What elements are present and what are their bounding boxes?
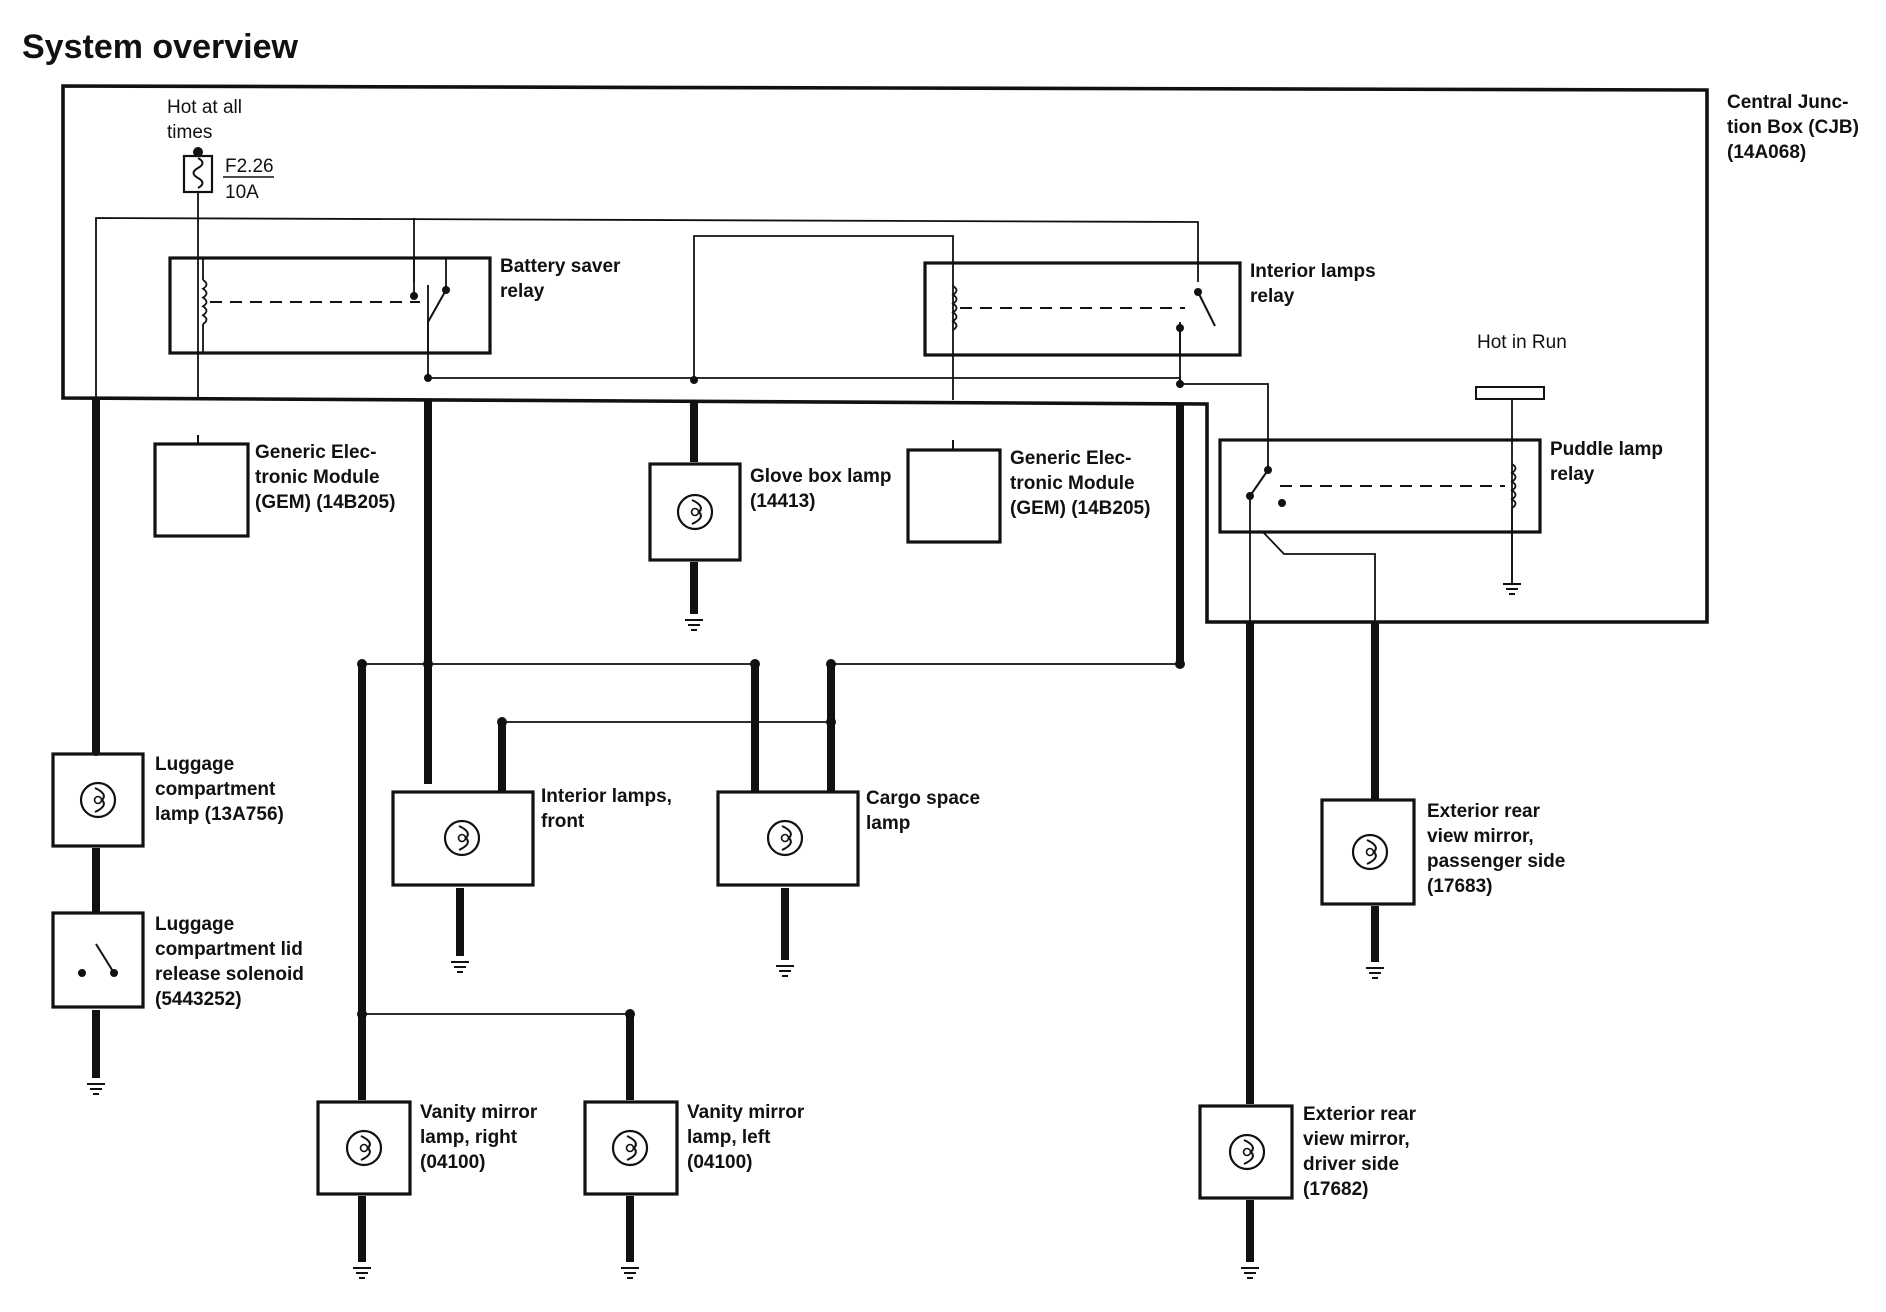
svg-text:(04100): (04100): [420, 1152, 486, 1173]
vanity-mirror-lamp-right: [316, 1100, 412, 1279]
svg-text:(5443252): (5443252): [155, 989, 242, 1010]
svg-text:tronic Module: tronic Module: [255, 467, 380, 488]
svg-text:passenger side: passenger side: [1427, 851, 1565, 872]
bulb-icon: [443, 819, 481, 857]
svg-text:tion Box (CJB): tion Box (CJB): [1727, 117, 1859, 138]
ground-icon: [86, 1083, 106, 1095]
power-source-terminal: [193, 147, 203, 157]
svg-text:(17682): (17682): [1303, 1179, 1369, 1200]
exterior-mirror-passenger-label: Exterior rear view mirror, passenger sid…: [1427, 801, 1565, 897]
svg-text:Battery saver: Battery saver: [500, 256, 621, 277]
svg-text:(04100): (04100): [687, 1152, 753, 1173]
svg-text:Luggage: Luggage: [155, 754, 234, 775]
svg-text:release solenoid: release solenoid: [155, 964, 304, 985]
gem-module-left: [153, 435, 250, 538]
luggage-compartment-lamp: [51, 752, 145, 848]
svg-text:Central Junc-: Central Junc-: [1727, 92, 1848, 113]
puddle-lamp-relay: [1218, 438, 1542, 595]
hot-in-run-label: Hot in Run: [1477, 332, 1567, 353]
svg-text:Exterior rear: Exterior rear: [1427, 801, 1541, 822]
interior-lamps-front: [391, 790, 535, 973]
vanity-mirror-lamp-left: [583, 1100, 679, 1279]
svg-text:Glove box lamp: Glove box lamp: [750, 466, 891, 487]
svg-text:(17683): (17683): [1427, 876, 1493, 897]
svg-text:relay: relay: [1550, 464, 1595, 485]
hot-at-all-times-label: Hot at all times: [167, 97, 242, 143]
exterior-mirror-driver-label: Exterior rear view mirror, driver side (…: [1303, 1104, 1417, 1200]
svg-text:times: times: [167, 122, 212, 143]
interior-lamps-relay: [923, 261, 1242, 357]
svg-text:lamp: lamp: [866, 813, 910, 834]
svg-text:compartment lid: compartment lid: [155, 939, 303, 960]
svg-text:front: front: [541, 811, 585, 832]
interior-lamps-relay-label: Interior lamps relay: [1250, 261, 1376, 307]
svg-text:lamp, left: lamp, left: [687, 1127, 771, 1148]
external-harness-wiring: [92, 398, 1379, 1262]
svg-text:Cargo space: Cargo space: [866, 788, 980, 809]
bulb-icon: [766, 819, 804, 857]
svg-text:compartment: compartment: [155, 779, 276, 800]
gem-module-right-label: Generic Elec- tronic Module (GEM) (14B20…: [1010, 448, 1150, 519]
fuse-label: F2.26 10A: [223, 156, 274, 203]
luggage-lid-release-solenoid-label: Luggage compartment lid release solenoid…: [155, 914, 304, 1010]
svg-text:driver side: driver side: [1303, 1154, 1399, 1175]
luggage-compartment-lamp-label: Luggage compartment lamp (13A756): [155, 754, 284, 825]
bulb-icon: [1228, 1133, 1266, 1171]
svg-text:Generic Elec-: Generic Elec-: [1010, 448, 1131, 469]
bulb-icon: [1351, 833, 1389, 871]
svg-text:lamp, right: lamp, right: [420, 1127, 518, 1148]
internal-wiring: [95, 192, 1513, 622]
svg-text:Interior lamps: Interior lamps: [1250, 261, 1376, 282]
gem-module-left-label: Generic Elec- tronic Module (GEM) (14B20…: [255, 442, 395, 513]
svg-text:Vanity mirror: Vanity mirror: [420, 1102, 538, 1123]
svg-text:view mirror,: view mirror,: [1427, 826, 1534, 847]
bulb-icon: [345, 1129, 383, 1167]
exterior-mirror-passenger: [1320, 798, 1416, 979]
svg-text:Generic Elec-: Generic Elec-: [255, 442, 376, 463]
bulb-icon: [611, 1129, 649, 1167]
svg-text:tronic Module: tronic Module: [1010, 473, 1135, 494]
svg-text:(14A068): (14A068): [1727, 142, 1806, 163]
puddle-lamp-relay-label: Puddle lamp relay: [1550, 439, 1663, 485]
vanity-mirror-lamp-right-label: Vanity mirror lamp, right (04100): [420, 1102, 538, 1173]
cjb-label: Central Junc- tion Box (CJB) (14A068): [1727, 92, 1859, 163]
battery-saver-relay-label: Battery saver relay: [500, 256, 621, 302]
exterior-mirror-driver: [1198, 1104, 1294, 1279]
vanity-mirror-lamp-left-label: Vanity mirror lamp, left (04100): [687, 1102, 805, 1173]
fuse-symbol: [182, 154, 214, 194]
svg-text:(GEM) (14B205): (GEM) (14B205): [255, 492, 395, 513]
svg-text:10A: 10A: [225, 182, 259, 203]
svg-text:Hot at all: Hot at all: [167, 97, 242, 118]
page-title: System overview: [22, 28, 298, 66]
central-junction-box-outline: [61, 84, 1709, 624]
battery-saver-relay: [168, 256, 492, 355]
svg-text:Puddle lamp: Puddle lamp: [1550, 439, 1663, 460]
svg-text:Luggage: Luggage: [155, 914, 234, 935]
gem-module-right: [906, 440, 1002, 544]
bulb-icon: [79, 781, 117, 819]
luggage-lid-release-solenoid: [51, 911, 145, 1009]
svg-text:(GEM) (14B205): (GEM) (14B205): [1010, 498, 1150, 519]
svg-text:Vanity mirror: Vanity mirror: [687, 1102, 805, 1123]
bulb-icon: [676, 493, 714, 531]
cargo-space-lamp-label: Cargo space lamp: [866, 788, 980, 834]
run-power-bar: [1475, 386, 1545, 400]
svg-text:view mirror,: view mirror,: [1303, 1129, 1410, 1150]
svg-text:lamp (13A756): lamp (13A756): [155, 804, 284, 825]
svg-text:relay: relay: [500, 281, 545, 302]
svg-text:F2.26: F2.26: [225, 156, 274, 177]
svg-text:Interior lamps,: Interior lamps,: [541, 786, 672, 807]
svg-text:(14413): (14413): [750, 491, 816, 512]
interior-lamps-front-label: Interior lamps, front: [541, 786, 672, 832]
glove-box-lamp-label: Glove box lamp (14413): [750, 466, 891, 512]
glove-box-lamp: [648, 462, 742, 631]
svg-text:relay: relay: [1250, 286, 1295, 307]
svg-text:Exterior rear: Exterior rear: [1303, 1104, 1417, 1125]
cargo-space-lamp: [716, 790, 860, 977]
